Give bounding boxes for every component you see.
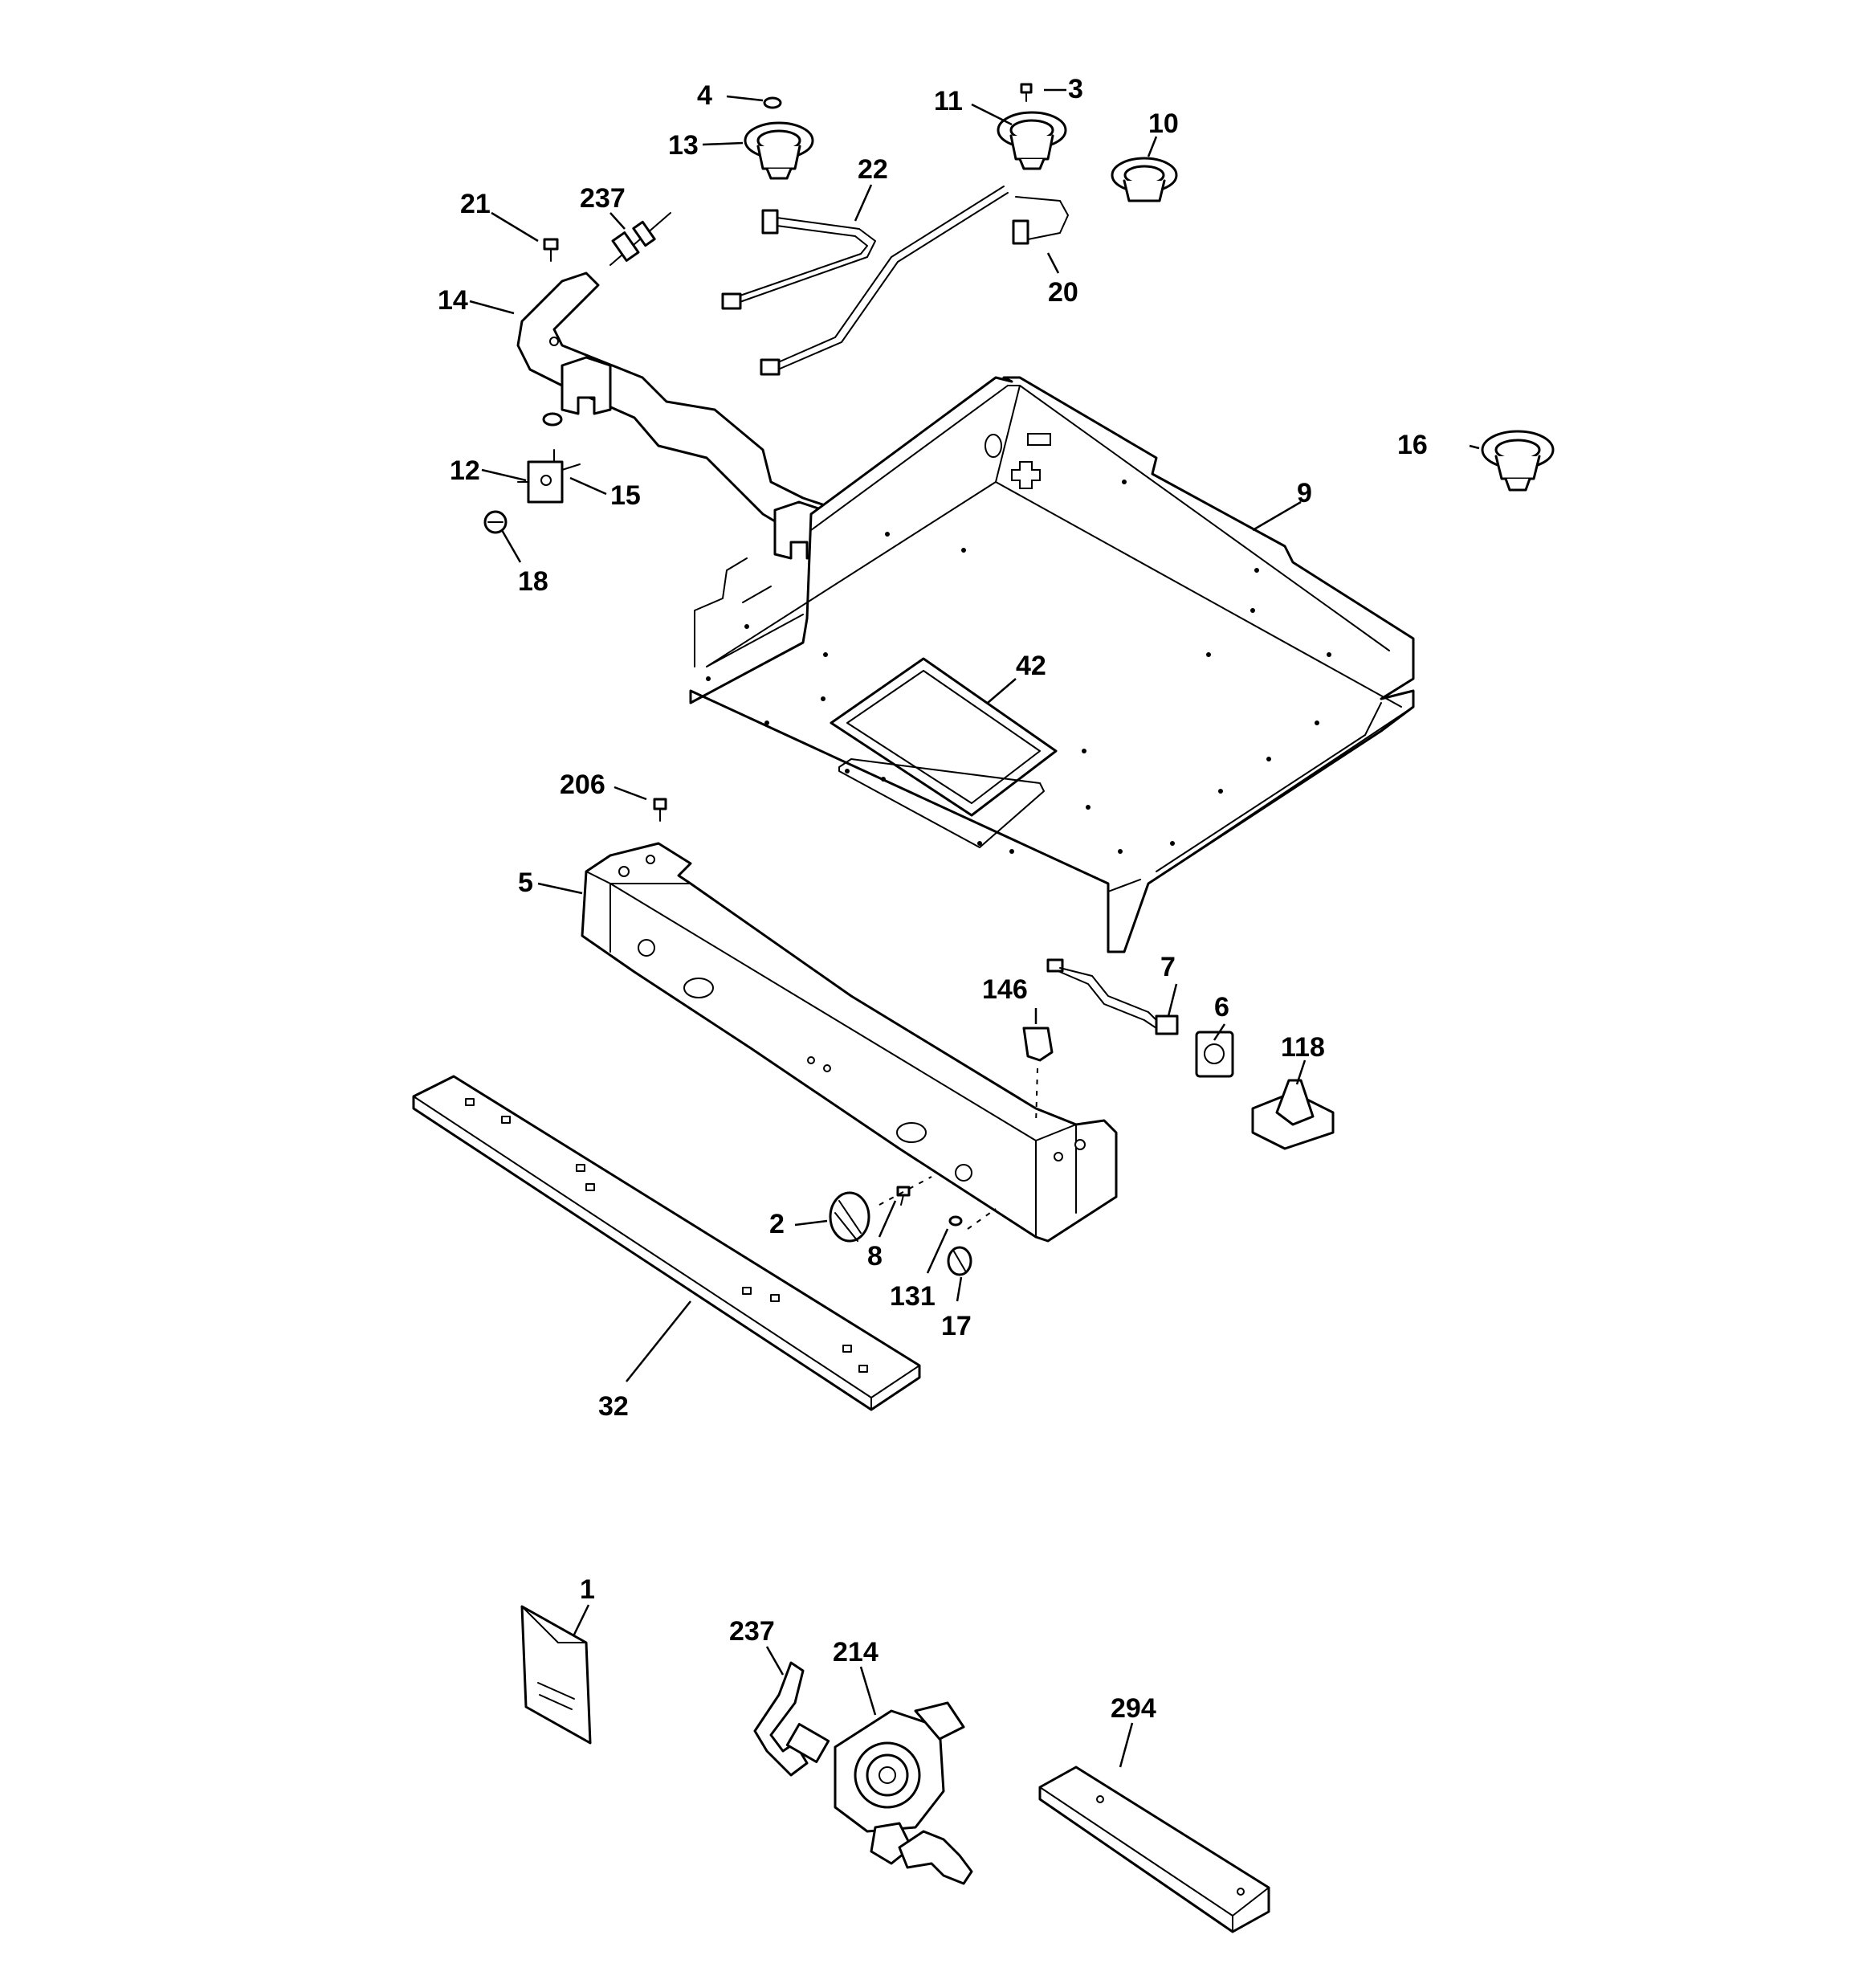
- burner-tube-22: [721, 209, 876, 310]
- valve-12: [517, 449, 581, 504]
- pressure-regulator-214: [834, 1701, 973, 1885]
- callout-237-bottom: 237: [729, 1616, 775, 1647]
- burner-13: [744, 121, 814, 180]
- callout-22: 22: [858, 154, 888, 185]
- bracket-294: [1038, 1766, 1270, 1933]
- callout-5: 5: [518, 867, 533, 898]
- callout-237-top: 237: [580, 183, 626, 214]
- switch-6: [1195, 1031, 1234, 1078]
- assembly-line: [879, 1176, 932, 1206]
- callout-15: 15: [610, 480, 641, 511]
- assembly-line: [1035, 1067, 1038, 1125]
- callout-214: 214: [833, 1637, 879, 1668]
- callout-131: 131: [890, 1281, 936, 1312]
- callout-4: 4: [697, 80, 712, 111]
- manifold-panel-5: [581, 842, 1118, 1243]
- burner-tube-20: [760, 186, 1069, 376]
- burner-box-9: [689, 376, 1415, 953]
- callout-12: 12: [450, 455, 480, 486]
- burner-10: [1111, 157, 1178, 202]
- clip-146: [1022, 1027, 1054, 1062]
- knob-17: [947, 1246, 972, 1276]
- wire-harness-7: [1046, 958, 1179, 1035]
- callout-11: 11: [934, 86, 963, 116]
- nut-4: [763, 96, 782, 109]
- callout-1: 1: [580, 1574, 595, 1605]
- screw-21: [543, 238, 559, 262]
- leader-lines: [469, 88, 1480, 1768]
- knob-2: [829, 1191, 870, 1243]
- callout-3: 3: [1068, 74, 1083, 104]
- callout-labels: 4 3 11 10 13 22 21 237 14 20 16 9 12 15 …: [438, 74, 1428, 1724]
- callout-6: 6: [1214, 992, 1229, 1023]
- callout-9: 9: [1297, 478, 1312, 508]
- callout-20: 20: [1048, 277, 1078, 308]
- callout-294: 294: [1111, 1693, 1156, 1724]
- screw-8: [896, 1186, 911, 1206]
- callout-42: 42: [1016, 651, 1046, 681]
- fitting-237: [753, 1661, 830, 1777]
- burner-16: [1481, 430, 1555, 492]
- callout-146: 146: [982, 974, 1028, 1005]
- callout-13: 13: [668, 130, 699, 161]
- bracket-118: [1251, 1079, 1335, 1150]
- screw-131: [948, 1215, 963, 1227]
- callout-32: 32: [598, 1391, 629, 1422]
- callout-16: 16: [1397, 430, 1428, 460]
- callout-8: 8: [867, 1241, 883, 1272]
- callout-10: 10: [1148, 108, 1179, 139]
- callout-18: 18: [518, 566, 548, 597]
- burner-11: [997, 111, 1067, 170]
- trim-strip-32: [412, 1075, 921, 1411]
- callout-7: 7: [1160, 952, 1176, 982]
- assembly-line: [967, 1208, 997, 1230]
- callout-17: 17: [941, 1311, 972, 1341]
- washer: [542, 412, 563, 427]
- callout-14: 14: [438, 285, 468, 316]
- cover-plate-42: [830, 657, 1058, 848]
- callout-21: 21: [460, 189, 491, 219]
- callout-118: 118: [1281, 1032, 1325, 1063]
- callout-2: 2: [769, 1209, 785, 1239]
- orifice-fitting-237: [609, 212, 671, 266]
- literature-packet-1: [520, 1605, 592, 1745]
- screw-3: [1020, 83, 1033, 102]
- callout-206: 206: [560, 769, 605, 800]
- screw-206: [653, 798, 667, 822]
- knob-18: [483, 510, 508, 534]
